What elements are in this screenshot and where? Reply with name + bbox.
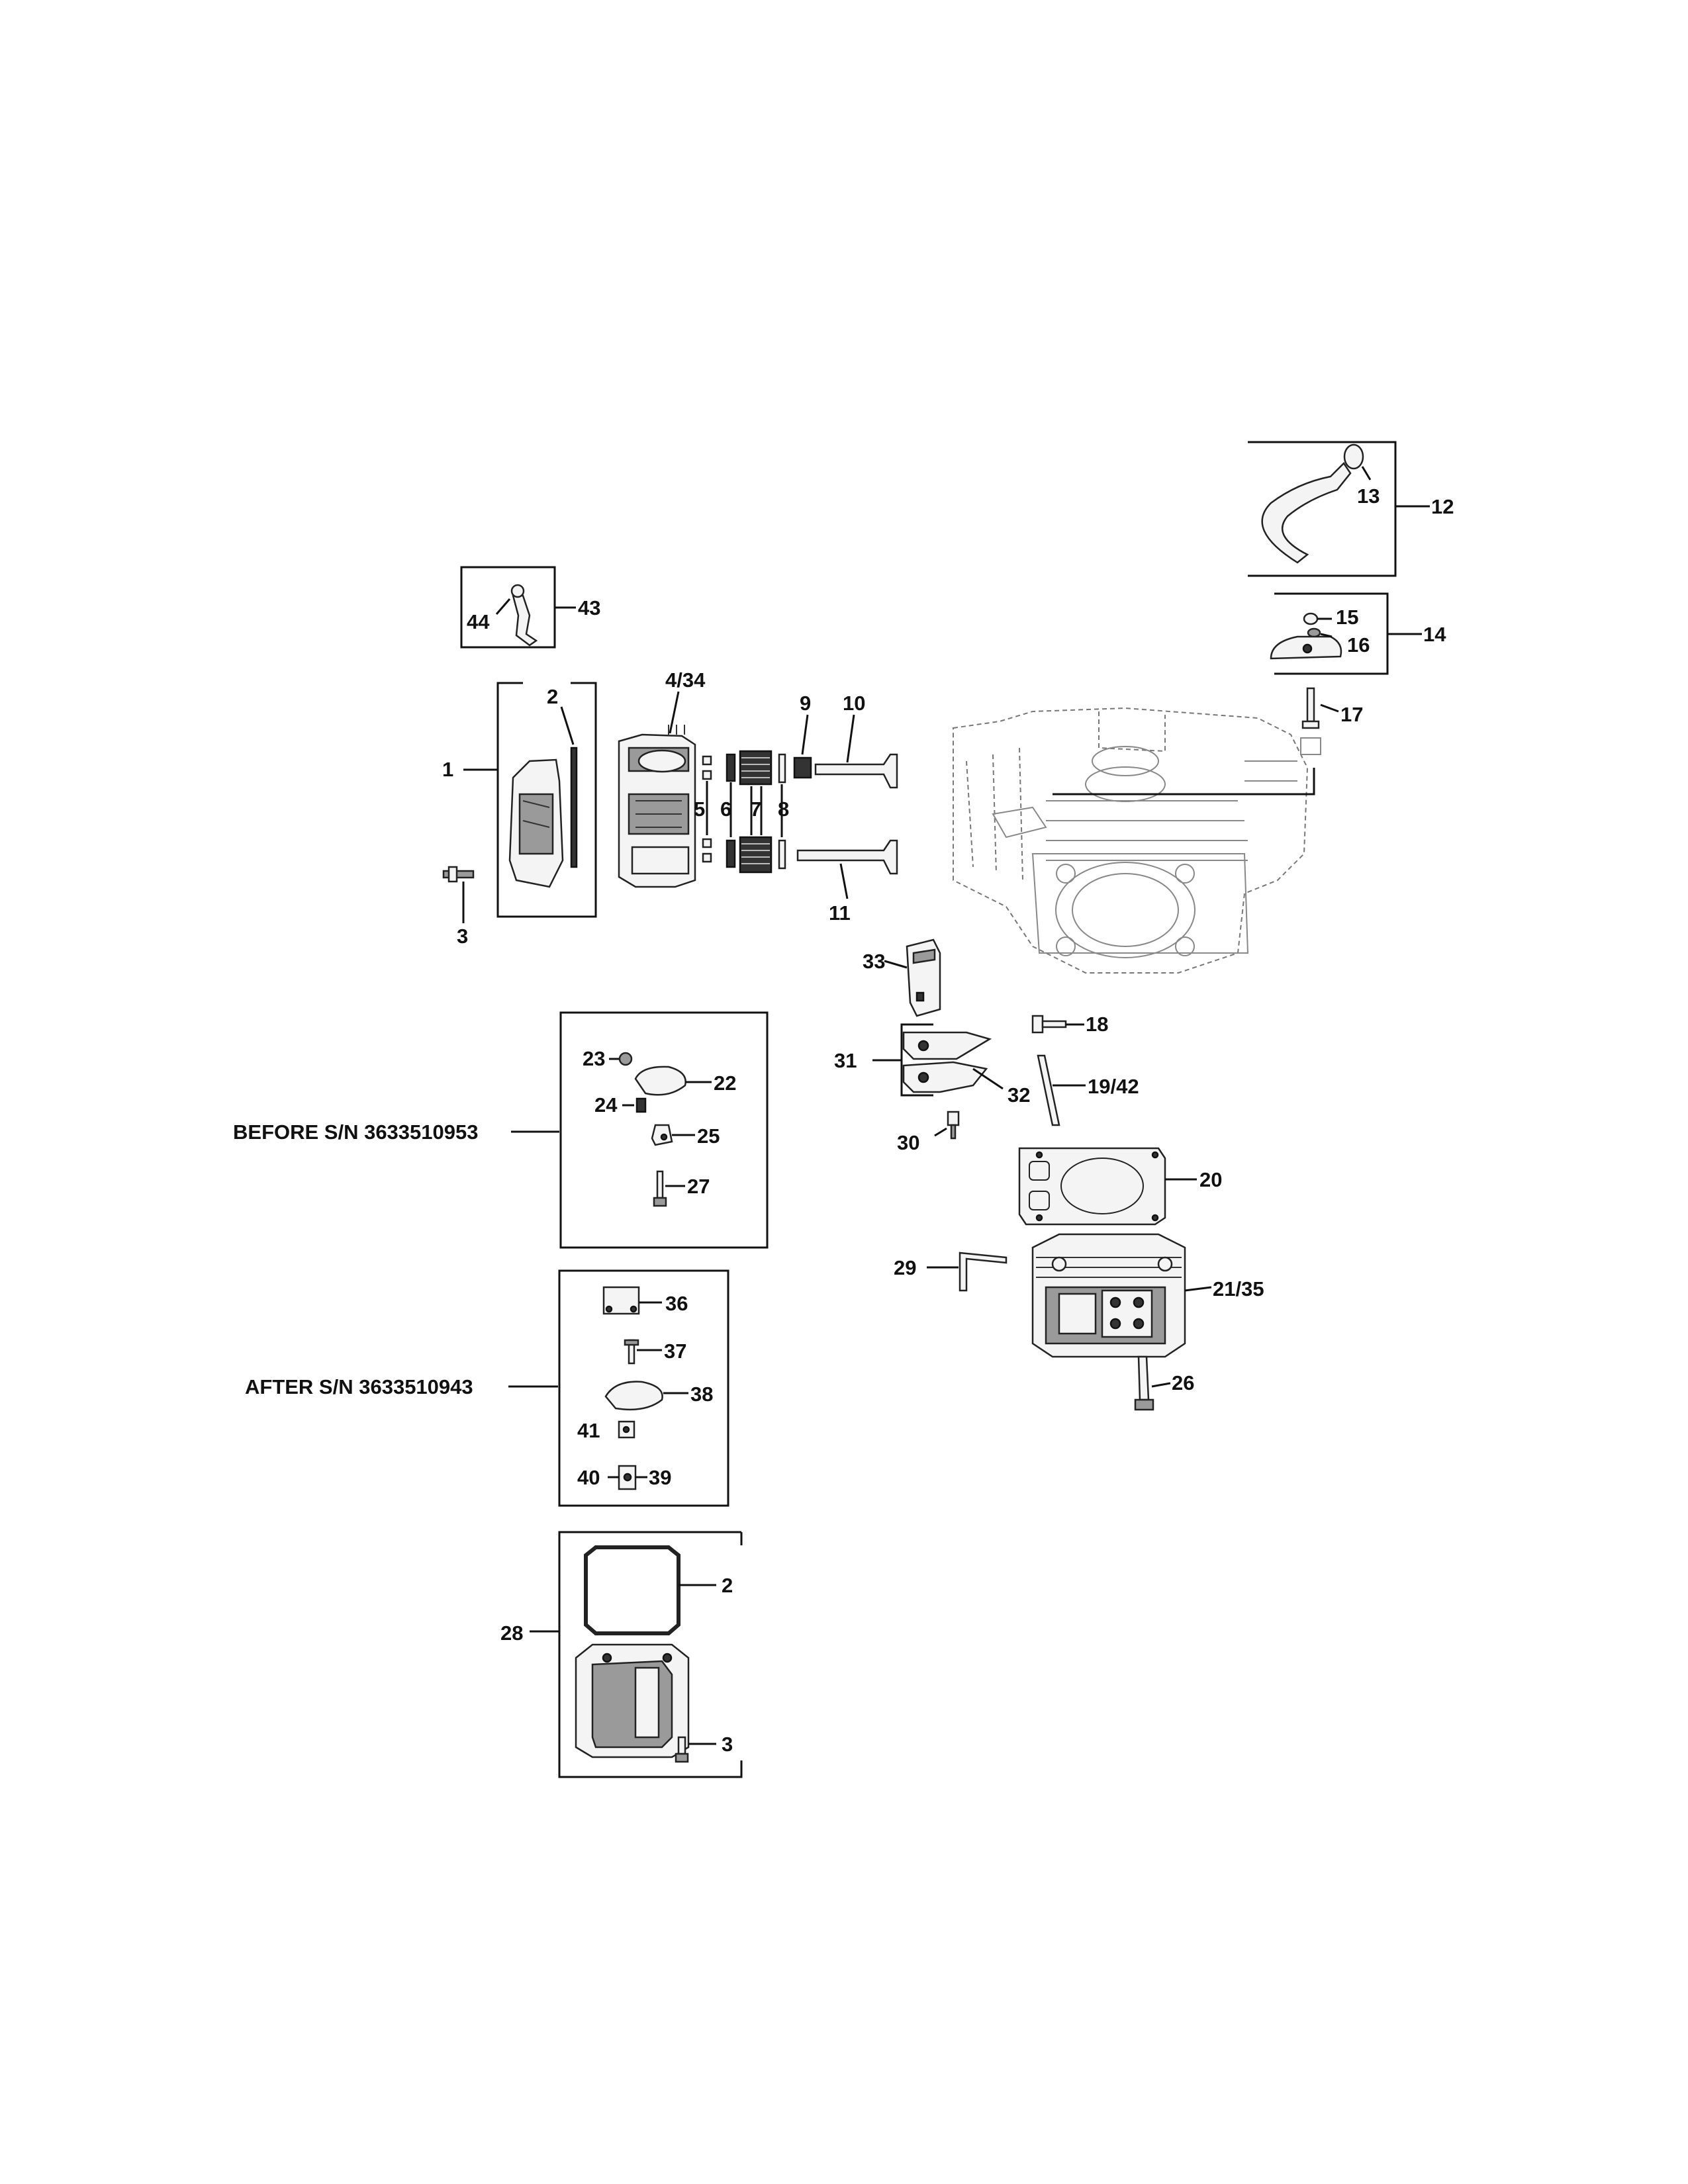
label-12: 12 [1431,495,1454,518]
label-40: 40 [577,1466,600,1489]
label-10: 10 [843,692,865,715]
label-31: 31 [834,1049,857,1072]
item-31-group [872,1023,1004,1140]
label-11: 11 [829,901,851,925]
label-20: 20 [1199,1168,1222,1191]
label-44: 44 [467,610,490,633]
label-16: 16 [1347,633,1370,657]
label-1: 1 [442,758,453,781]
breather-hose-group [1248,441,1430,577]
before-serial-note: BEFORE S/N 3633510953 [233,1120,479,1144]
label-14: 14 [1423,623,1446,646]
label-25: 25 [697,1124,720,1148]
label-13: 13 [1357,484,1380,508]
label-19-42: 19/42 [1088,1075,1139,1098]
engine-block [953,707,1315,974]
label-23: 23 [583,1047,605,1070]
label-15: 15 [1336,606,1358,629]
item-43-group [460,566,576,649]
label-41: 41 [577,1419,600,1442]
item-29-bracket [927,1251,1008,1292]
pushrod-group [1031,1015,1086,1126]
label-21-35: 21/35 [1213,1277,1264,1300]
label-17: 17 [1340,703,1363,726]
label-37: 37 [664,1340,686,1363]
label-9: 9 [800,692,811,715]
label-27: 27 [687,1175,710,1198]
label-5: 5 [694,797,705,821]
head-gasket [1018,1147,1197,1226]
cylinder-head-upper [618,691,696,888]
after-serial-note: AFTER S/N 3633510943 [245,1375,473,1398]
label-30: 30 [897,1131,919,1154]
label-39: 39 [649,1466,671,1489]
breather-cover-group [1270,592,1422,755]
label-4-34: 4/34 [665,668,706,692]
valve-train [702,714,898,899]
cylinder-head [1031,1233,1212,1411]
label-6: 6 [720,797,731,821]
label-32: 32 [1008,1083,1030,1107]
valve-cover-kit [530,1531,743,1778]
label-3b: 3 [722,1733,733,1756]
valve-cover-group [442,682,597,923]
label-2a: 2 [547,685,558,708]
label-26: 26 [1172,1371,1194,1394]
label-29: 29 [894,1256,916,1279]
item-33 [884,938,941,1017]
label-3a: 3 [457,925,468,948]
after-sn-group [508,1269,729,1507]
label-8: 8 [778,797,789,821]
label-38: 38 [690,1383,713,1406]
label-36: 36 [665,1292,688,1315]
label-28: 28 [500,1621,523,1645]
label-18: 18 [1086,1013,1108,1036]
label-43: 43 [578,596,600,619]
label-24: 24 [594,1093,618,1116]
label-2b: 2 [722,1574,733,1597]
label-22: 22 [714,1071,736,1095]
before-sn-group [511,1011,769,1249]
label-33: 33 [863,950,885,973]
label-7: 7 [750,797,761,821]
